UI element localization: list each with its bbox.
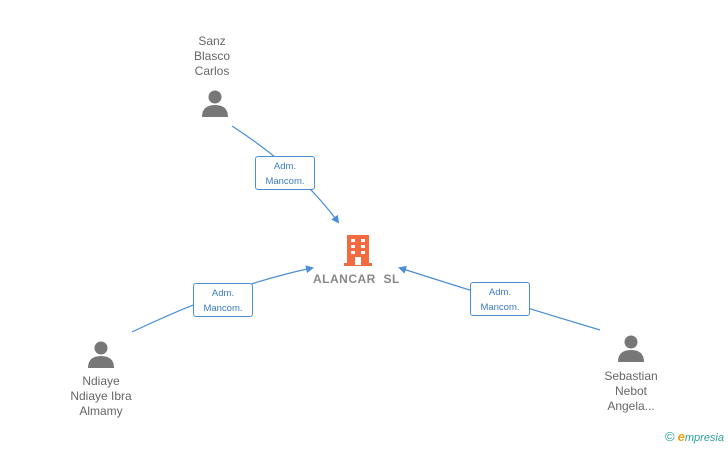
- role-label-ndiaye[interactable]: Adm. Mancom.: [193, 283, 253, 317]
- role-line: Mancom.: [480, 302, 520, 313]
- role-label-sanz[interactable]: Adm. Mancom.: [255, 156, 315, 190]
- person-node-sebastian[interactable]: Sebastian Nebot Angela...: [586, 369, 676, 414]
- person-name-line: Ndiaye: [82, 374, 120, 388]
- person-node-ndiaye[interactable]: Ndiaye Ndiaye Ibra Almamy: [56, 374, 146, 419]
- role-label-sebastian[interactable]: Adm. Mancom.: [470, 282, 530, 316]
- person-icon: [618, 335, 644, 362]
- person-name-line: Nebot: [614, 384, 648, 398]
- person-name-line: Almamy: [79, 404, 123, 418]
- role-line: Adm.: [211, 288, 235, 299]
- person-name-line: Sanz: [198, 34, 226, 48]
- role-line: Adm.: [273, 161, 297, 172]
- person-name-line: Angela...: [607, 399, 655, 413]
- person-icon: [88, 341, 114, 368]
- copyright-icon: ©: [665, 429, 675, 444]
- role-line: Mancom.: [265, 176, 305, 187]
- person-node-sanz[interactable]: Sanz Blasco Carlos: [172, 34, 252, 79]
- building-icon: [344, 235, 372, 266]
- person-name-line: Ndiaye Ibra: [70, 389, 132, 403]
- person-icon: [202, 90, 228, 117]
- person-name-line: Blasco: [193, 49, 231, 63]
- role-line: Mancom.: [203, 303, 243, 314]
- person-name-line: Sebastian: [604, 369, 658, 383]
- company-name[interactable]: ALANCAR SL: [313, 272, 400, 286]
- empresia-watermark: ©empresia: [665, 429, 724, 444]
- brand-name: mpresia: [684, 432, 724, 444]
- person-name-line: Carlos: [194, 64, 230, 78]
- role-line: Adm.: [488, 287, 512, 298]
- brand-initial: e: [677, 429, 685, 444]
